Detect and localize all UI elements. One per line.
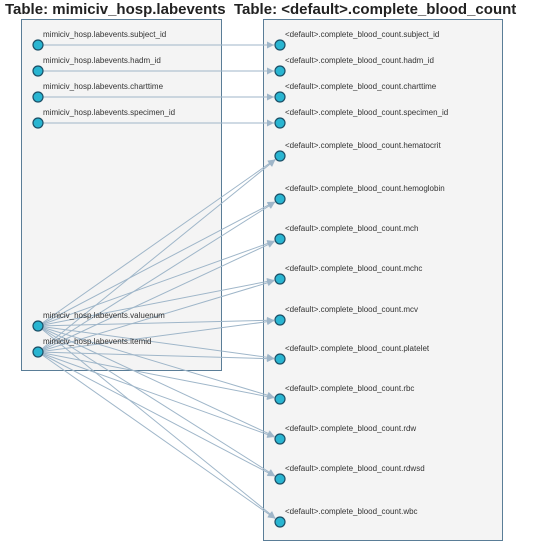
target-column-label-platelet: <default>.complete_blood_count.platelet	[285, 344, 430, 353]
target-column-label-rbc: <default>.complete_blood_count.rbc	[285, 384, 414, 393]
lineage-edge	[37, 351, 275, 399]
arrowhead	[266, 241, 275, 248]
arrowhead	[267, 202, 275, 209]
target-column-node[interactable]	[274, 473, 286, 485]
lineage-edge	[37, 325, 275, 359]
source-column-node[interactable]	[32, 320, 44, 332]
arrowhead	[266, 279, 275, 287]
lineage-edge	[37, 201, 276, 353]
target-column-node[interactable]	[274, 433, 286, 445]
target-table-title: Table: <default>.complete_blood_count	[234, 1, 517, 18]
source-column-label-valuenum: mimiciv_hosp.labevents.valuenum	[43, 311, 165, 320]
lineage-edge	[37, 201, 275, 327]
target-column-label-mcv: <default>.complete_blood_count.mcv	[285, 305, 418, 314]
target-column-node[interactable]	[274, 91, 286, 103]
source-column-node[interactable]	[32, 39, 44, 51]
arrowhead	[266, 355, 275, 363]
source-column-label-hadm-id: mimiciv_hosp.labevents.hadm_id	[43, 56, 161, 65]
source-column-label-specimen-id: mimiciv_hosp.labevents.specimen_id	[43, 108, 175, 117]
source-table-title: Table: mimiciv_hosp.labevents	[5, 1, 226, 18]
target-column-node[interactable]	[274, 353, 286, 365]
target-column-node[interactable]	[274, 117, 286, 129]
target-column-label-rdwsd: <default>.complete_blood_count.rdwsd	[285, 464, 425, 473]
target-column-node[interactable]	[274, 314, 286, 326]
source-column-node[interactable]	[32, 91, 44, 103]
arrowhead	[267, 67, 274, 75]
target-column-label-hematocrit: <default>.complete_blood_count.hematocri…	[285, 141, 441, 150]
lineage-edge	[37, 351, 275, 360]
lineage-edge	[37, 240, 275, 327]
arrowhead	[267, 93, 274, 101]
lineage-edge	[37, 280, 275, 353]
lineage-edge	[37, 351, 276, 519]
target-column-node[interactable]	[274, 65, 286, 77]
target-column-label-mch: <default>.complete_blood_count.mch	[285, 224, 418, 233]
arrowhead	[266, 393, 275, 400]
source-column-node[interactable]	[32, 117, 44, 129]
arrowhead	[266, 469, 275, 477]
source-column-label-subject-id: mimiciv_hosp.labevents.subject_id	[43, 30, 166, 39]
lineage-edge	[37, 320, 275, 353]
target-column-label-rdw: <default>.complete_blood_count.rdw	[285, 424, 416, 433]
lineage-edge	[37, 159, 276, 327]
target-column-node[interactable]	[274, 39, 286, 51]
target-column-node[interactable]	[274, 233, 286, 245]
arrowhead	[267, 511, 276, 519]
lineage-edge	[37, 319, 275, 327]
arrowhead	[266, 431, 275, 438]
lineage-edge	[37, 351, 275, 438]
target-column-label-specimen-id: <default>.complete_blood_count.specimen_…	[285, 108, 448, 117]
arrowhead	[266, 318, 275, 326]
target-column-label-hemoglobin: <default>.complete_blood_count.hemoglobi…	[285, 184, 445, 193]
lineage-edge	[37, 325, 275, 437]
source-column-node[interactable]	[32, 346, 44, 358]
target-column-label-subject-id: <default>.complete_blood_count.subject_i…	[285, 30, 439, 39]
source-column-label-charttime: mimiciv_hosp.labevents.charttime	[43, 82, 164, 91]
source-columns: mimiciv_hosp.labevents.subject_idmimiciv…	[32, 30, 175, 358]
target-column-label-charttime: <default>.complete_blood_count.charttime	[285, 82, 437, 91]
target-column-node[interactable]	[274, 273, 286, 285]
target-column-node[interactable]	[274, 516, 286, 528]
target-column-label-hadm-id: <default>.complete_blood_count.hadm_id	[285, 56, 434, 65]
arrowhead	[267, 159, 276, 167]
arrowhead	[267, 41, 274, 49]
lineage-edge	[37, 325, 276, 519]
target-column-node[interactable]	[274, 150, 286, 162]
lineage-edge	[37, 325, 276, 477]
target-table-box	[263, 19, 503, 541]
lineage-edge	[37, 159, 276, 353]
target-columns: <default>.complete_blood_count.subject_i…	[274, 30, 448, 528]
target-column-label-mchc: <default>.complete_blood_count.mchc	[285, 264, 422, 273]
arrowhead	[267, 119, 274, 127]
target-column-label-wbc: <default>.complete_blood_count.wbc	[285, 507, 418, 516]
lineage-edge	[37, 279, 275, 327]
lineage-edge	[37, 351, 275, 477]
edge-layer	[37, 41, 276, 519]
lineage-edge	[37, 241, 275, 353]
target-column-node[interactable]	[274, 193, 286, 205]
source-table-box	[21, 19, 222, 371]
target-column-node[interactable]	[274, 393, 286, 405]
source-column-label-itemid: mimiciv_hosp.labevents.itemid	[43, 337, 152, 346]
source-column-node[interactable]	[32, 65, 44, 77]
lineage-edge	[37, 325, 275, 398]
